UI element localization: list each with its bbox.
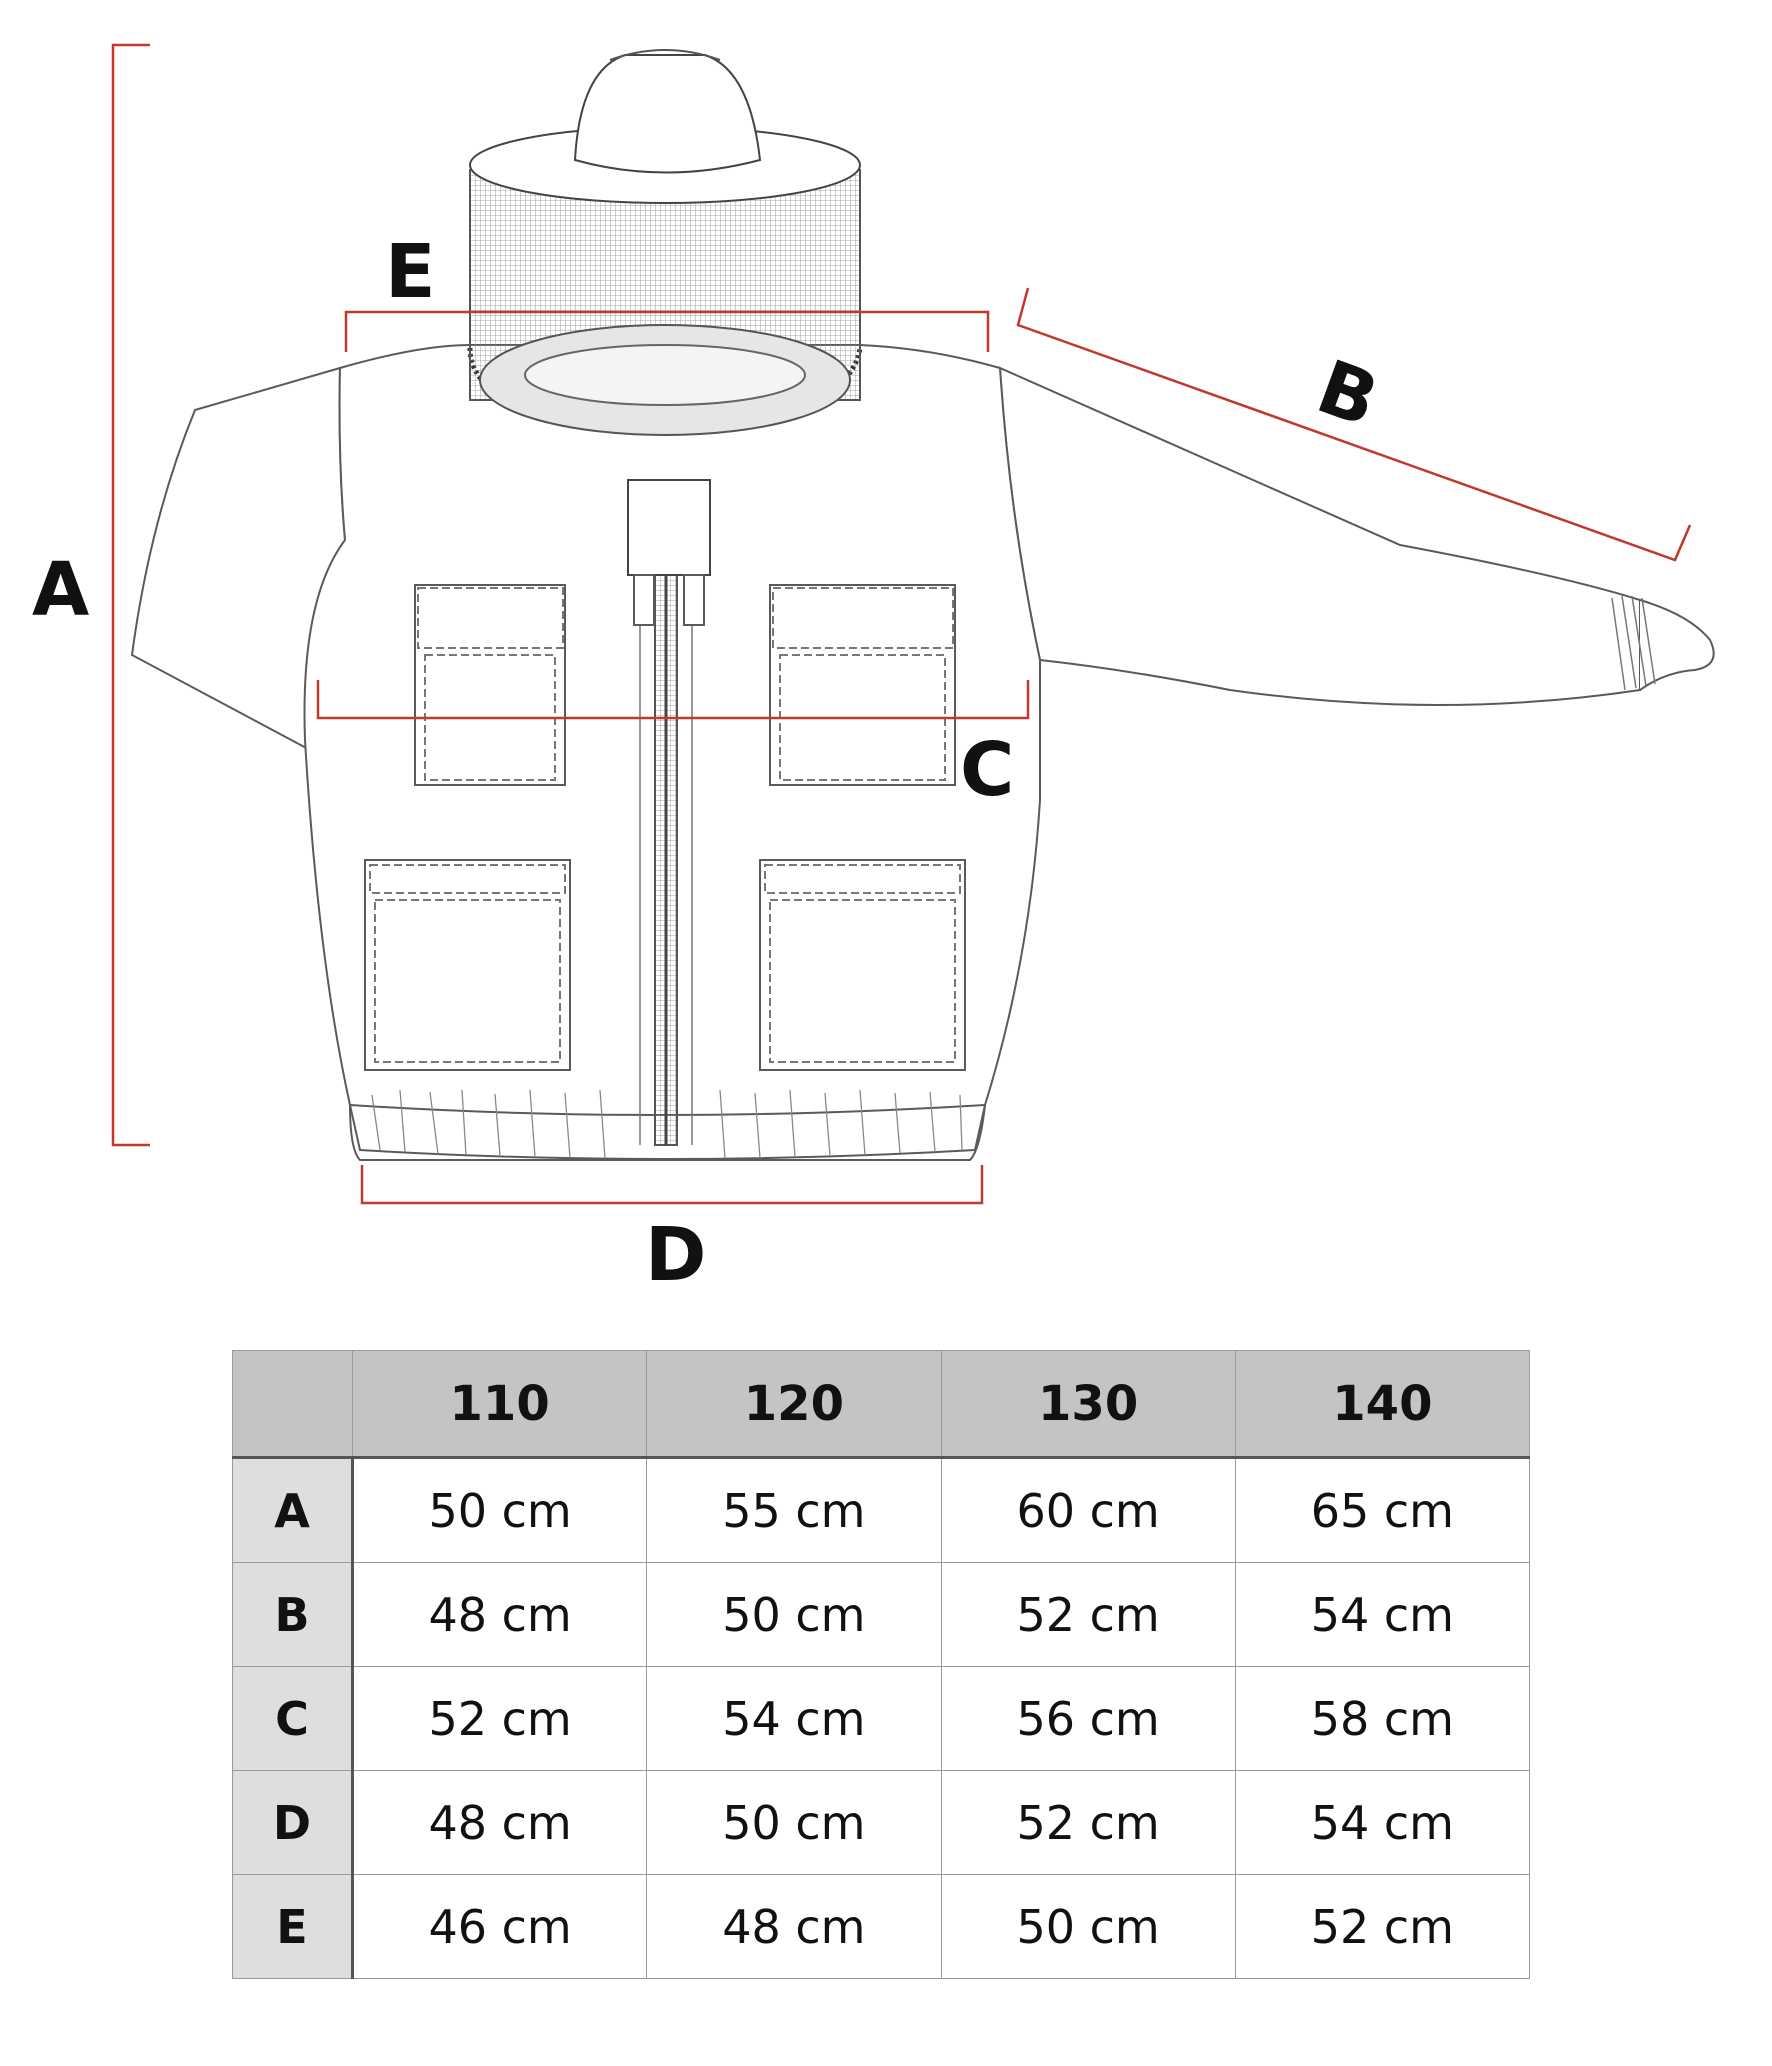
table-cell: 55 cm — [646, 1457, 942, 1563]
table-cell: 50 cm — [940, 1874, 1236, 1979]
table-cell: 56 cm — [940, 1666, 1236, 1771]
pocket-icon — [414, 584, 566, 786]
table-row: B 48 cm 50 cm 52 cm 54 cm — [232, 1562, 1531, 1667]
table-row: D 48 cm 50 cm 52 cm 54 cm — [232, 1770, 1531, 1875]
dimension-b-label: B — [1306, 344, 1388, 444]
beekeeping-jacket-illustration — [130, 49, 1715, 1161]
size-header-120: 120 — [646, 1350, 942, 1459]
table-row: A 50 cm 55 cm 60 cm 65 cm — [232, 1457, 1531, 1563]
row-label-e: E — [232, 1874, 354, 1979]
row-label-a: A — [232, 1457, 354, 1563]
table-cell: 54 cm — [1234, 1770, 1531, 1875]
table-cell: 52 cm — [940, 1562, 1236, 1667]
jacket-measurement-diagram: A B C D E — [32, 43, 1715, 1298]
table-cell: 50 cm — [351, 1457, 648, 1563]
dimension-e-line — [344, 310, 990, 352]
row-label-d: D — [232, 1770, 354, 1875]
dimension-a-label: A — [32, 547, 89, 633]
dimension-e-label: E — [385, 229, 436, 315]
table-cell: 50 cm — [646, 1770, 942, 1875]
size-header-130: 130 — [940, 1350, 1236, 1459]
table-cell: 52 cm — [1234, 1874, 1531, 1979]
zipper-flap — [627, 479, 711, 576]
table-cell: 46 cm — [351, 1874, 648, 1979]
row-label-b: B — [232, 1562, 354, 1667]
table-cell: 48 cm — [351, 1562, 648, 1667]
dimension-d-line — [360, 1165, 984, 1205]
dimension-c-line — [316, 680, 1030, 720]
table-cell: 50 cm — [646, 1562, 942, 1667]
dimension-d-label: D — [645, 1212, 706, 1298]
table-cell: 58 cm — [1234, 1666, 1531, 1771]
table-cell: 52 cm — [940, 1770, 1236, 1875]
table-cell: 60 cm — [940, 1457, 1236, 1563]
dimension-lines — [111, 43, 1692, 1205]
table-cell: 52 cm — [351, 1666, 648, 1771]
table-corner-cell — [232, 1350, 353, 1459]
table-cell: 48 cm — [351, 1770, 648, 1875]
table-row: E 46 cm 48 cm 50 cm 52 cm — [232, 1874, 1531, 1979]
table-cell: 54 cm — [1234, 1562, 1531, 1667]
right-cuff-icon — [1639, 599, 1715, 691]
size-chart-table: 110 120 130 140 A 50 cm 55 cm 60 cm 65 c… — [232, 1350, 1531, 1979]
dimension-c-label: C — [960, 727, 1014, 813]
table-row: C 52 cm 54 cm 56 cm 58 cm — [232, 1666, 1531, 1771]
row-label-c: C — [232, 1666, 354, 1771]
dimension-a-line — [111, 43, 150, 1147]
table-cell: 65 cm — [1234, 1457, 1531, 1563]
table-cell: 54 cm — [646, 1666, 942, 1771]
veil-hat-icon — [467, 49, 863, 436]
size-header-110: 110 — [351, 1350, 648, 1459]
pocket-icon — [759, 859, 966, 1071]
table-header-row: 110 120 130 140 — [232, 1350, 1531, 1459]
pocket-icon — [769, 584, 956, 786]
dimension-b-line — [1016, 287, 1692, 562]
size-header-140: 140 — [1234, 1350, 1531, 1459]
pocket-icon — [364, 859, 571, 1071]
table-cell: 48 cm — [646, 1874, 942, 1979]
